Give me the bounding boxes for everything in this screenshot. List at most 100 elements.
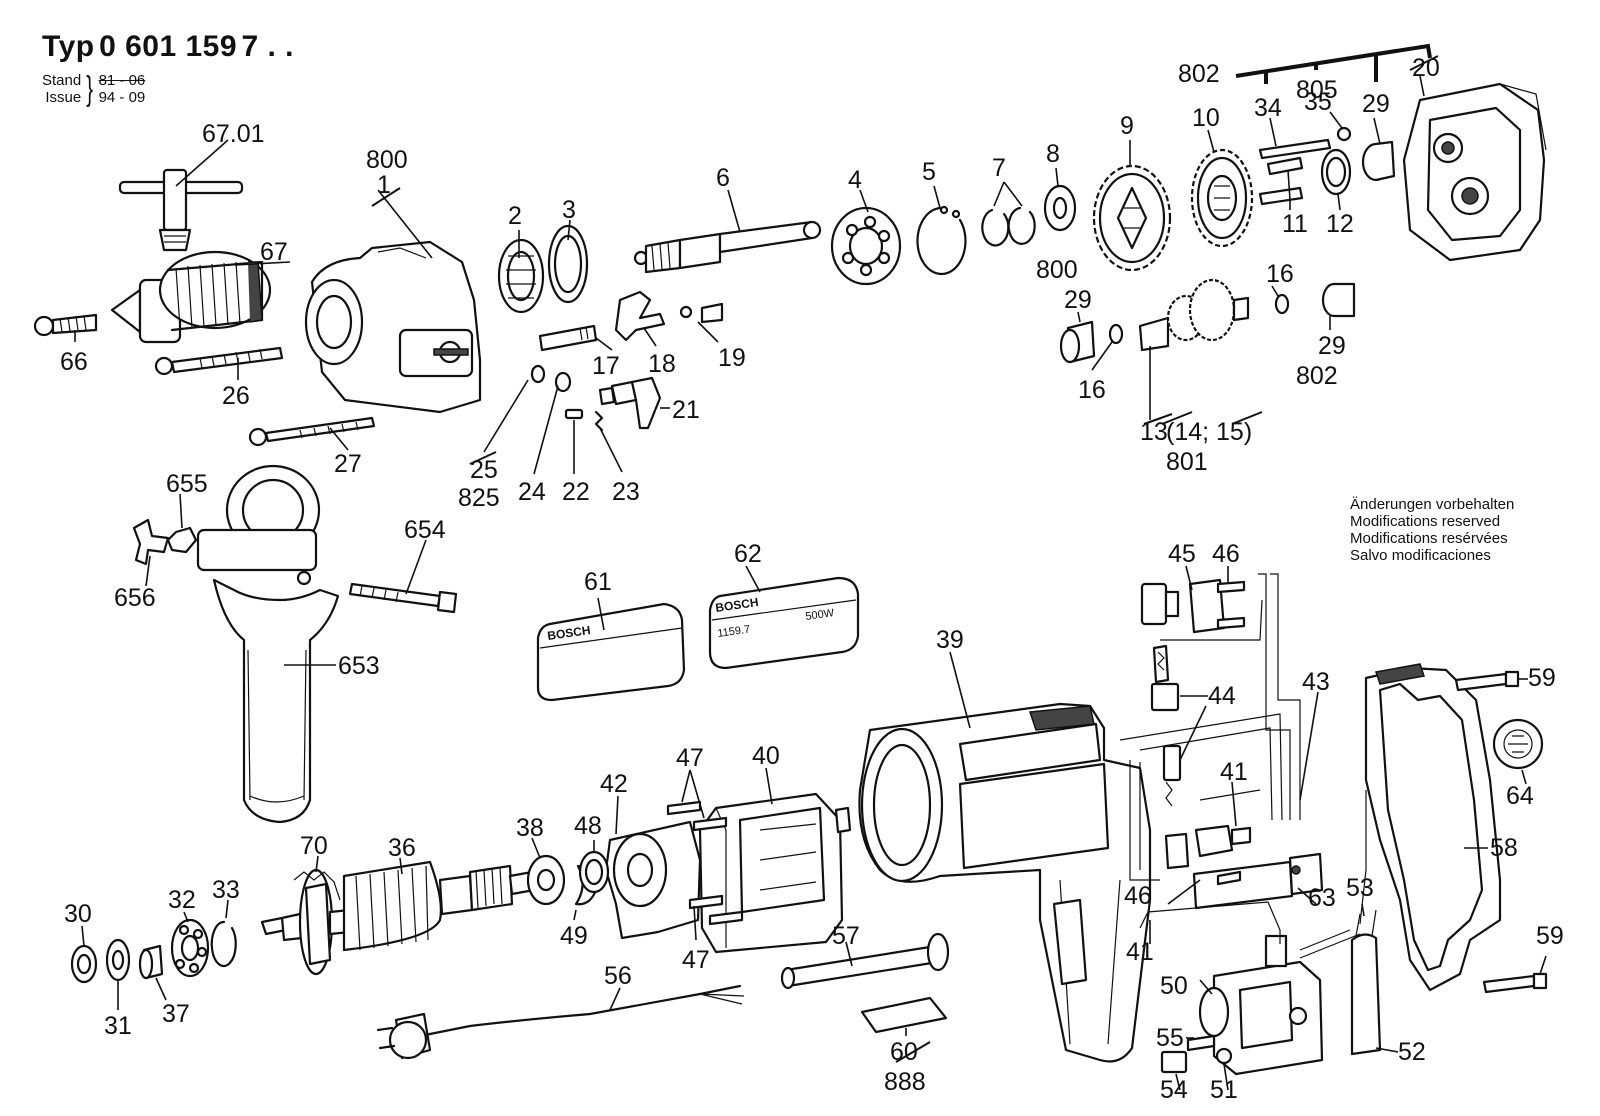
label-60: 60 <box>890 1038 918 1066</box>
label-19: 19 <box>718 344 746 372</box>
pin-22 <box>564 408 584 420</box>
shaft-gear-13 <box>1138 278 1250 352</box>
label-55: 55 <box>1156 1024 1184 1052</box>
ball-35 <box>1336 126 1352 142</box>
label-801: 801 <box>1166 448 1208 476</box>
modification-notes: Änderungen vorbehalten Modifications res… <box>1350 496 1514 564</box>
spindle-6 <box>633 220 822 274</box>
label-41-top: 41 <box>1220 758 1248 786</box>
label-24: 24 <box>518 478 546 506</box>
note-fr: Modifications resérvées <box>1350 530 1508 547</box>
switch-terminal-41 <box>1164 824 1252 870</box>
switch-63 <box>1192 852 1324 910</box>
switch-knob-21 <box>598 376 662 430</box>
label-32: 32 <box>168 886 196 914</box>
label-8: 8 <box>1046 140 1060 168</box>
brace: } <box>86 70 94 108</box>
shaft-17 <box>538 324 598 352</box>
label-825: 825 <box>458 484 500 512</box>
washer-8 <box>1043 184 1077 232</box>
chuck-screw-66 <box>33 313 98 337</box>
label-12: 12 <box>1326 210 1354 238</box>
label-653: 653 <box>338 652 380 680</box>
label-3: 3 <box>562 196 576 224</box>
label-655: 655 <box>166 470 208 498</box>
washer-16-right <box>1274 293 1290 315</box>
stand-issue-labels: Stand Issue <box>42 72 81 106</box>
label-37: 37 <box>162 1000 190 1028</box>
label-41-bottom: 41 <box>1126 938 1154 966</box>
gear-9 <box>1092 164 1172 272</box>
label-13: 13 <box>1140 418 1168 446</box>
label-39: 39 <box>936 626 964 654</box>
label-888: 888 <box>884 1068 926 1096</box>
washer-16-mid <box>1108 323 1124 345</box>
capacitor-52 <box>1299 909 1382 1056</box>
label-16-right: 16 <box>1266 260 1294 288</box>
spring-23 <box>594 410 604 432</box>
armature-36 <box>260 860 536 976</box>
pin-25 <box>530 364 546 384</box>
pin-34 <box>1258 138 1332 160</box>
ball-bearing-32 <box>170 918 210 978</box>
gear-housing-cover-20 <box>1402 82 1547 262</box>
label-52: 52 <box>1398 1038 1426 1066</box>
label-59-top: 59 <box>1528 664 1556 692</box>
brush-44 <box>1150 644 1182 807</box>
stand-issue-values: 81 - 06 94 - 09 <box>99 72 146 106</box>
screw-26 <box>154 346 284 376</box>
label-800-b: 800 <box>1036 256 1078 284</box>
label-2: 2 <box>508 202 522 230</box>
label-30: 30 <box>64 900 92 928</box>
label-31: 31 <box>104 1012 132 1040</box>
ring-12 <box>1320 148 1352 196</box>
label-54: 54 <box>1160 1076 1188 1104</box>
aux-handle-653 <box>196 464 340 824</box>
label-23: 23 <box>612 478 640 506</box>
note-de: Änderungen vorbehalten <box>1350 496 1515 513</box>
screw-55 <box>1186 1034 1216 1052</box>
label-5: 5 <box>922 158 936 186</box>
label-27: 27 <box>334 450 362 478</box>
label-18: 18 <box>648 350 676 378</box>
label-51: 51 <box>1210 1076 1238 1104</box>
screws-19 <box>679 302 724 324</box>
gear-10 <box>1190 148 1254 248</box>
label-7: 7 <box>992 154 1006 182</box>
sheet-60 <box>860 996 948 1034</box>
type-suffix: 7 . . <box>241 30 295 63</box>
label-63: 63 <box>1308 884 1336 912</box>
label-33: 33 <box>212 876 240 904</box>
label-64: 64 <box>1506 782 1534 810</box>
screw-27 <box>248 416 376 447</box>
motor-housing-39 <box>858 702 1152 1063</box>
stand-label: Stand <box>42 72 82 89</box>
washer-24 <box>554 371 572 393</box>
plate-62-model: 1159.7 <box>717 624 751 640</box>
needle-bearing-2 <box>497 238 545 314</box>
label-802-b: 802 <box>1296 362 1338 390</box>
label-6: 6 <box>716 164 730 192</box>
brush-holder-45 <box>1140 578 1226 634</box>
lever-18 <box>614 290 666 342</box>
label-34: 34 <box>1254 94 1282 122</box>
fan-70 <box>293 871 341 901</box>
screw-51 <box>1215 1047 1233 1065</box>
label-45: 45 <box>1168 540 1196 568</box>
bearing-30 <box>70 944 98 984</box>
label-21: 21 <box>672 396 700 424</box>
label-20: 20 <box>1412 54 1440 82</box>
label-62: 62 <box>734 540 762 568</box>
circlips-7 <box>981 206 1036 247</box>
label-46-bottom: 46 <box>1124 882 1152 910</box>
ball-bearing-38 <box>526 854 566 906</box>
note-en: Modifications reserved <box>1350 513 1501 530</box>
label-802-a: 802 <box>1178 60 1220 88</box>
bearing-shield-42 <box>604 820 702 940</box>
label-48: 48 <box>574 812 602 840</box>
label-654: 654 <box>404 516 446 544</box>
type-prefix: Typ <box>42 30 95 63</box>
plate-62-brand: BOSCH <box>714 595 759 615</box>
label-805: 805 <box>1296 76 1338 104</box>
